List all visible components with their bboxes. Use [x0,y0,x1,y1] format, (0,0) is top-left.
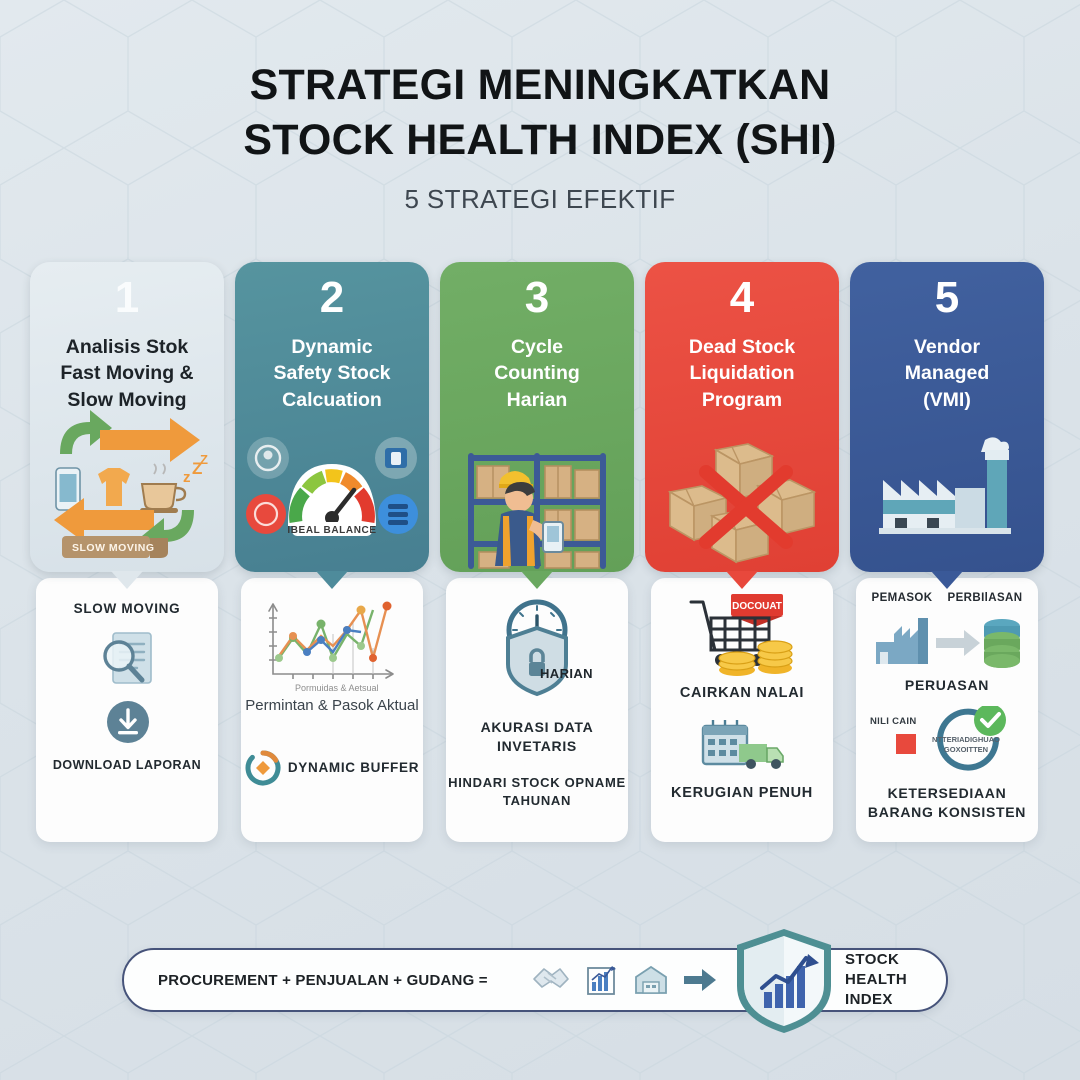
consistency-check-icon: NTTERIADIGHUAO GOXOITTEN [896,706,1006,771]
card-4-number: 4 [729,273,755,322]
strategy-card-5[interactable]: PEMASOK PERBIlASAN [850,262,1044,842]
calendar-truck-icon [701,720,784,769]
card-1-number: 1 [114,273,140,322]
supply-flow-icon [876,618,1020,668]
card-2-title: Dynamic Safety Stock Calcuation [273,336,391,411]
svg-text:Z: Z [192,459,202,478]
card-5-label-pemasok: PEMASOK [871,592,933,604]
page-title: STRATEGI MENINGKATKAN STOCK HEALTH INDEX… [0,58,1080,168]
card-1-panel-label-bottom: DOWNLOAD LAPORAN [52,758,202,772]
strategy-card-1[interactable]: SLOW MOVING DOWNLOAD L [30,262,224,842]
card-1-illustration: z Z Z SLOW MOVING [30,402,224,562]
document-search-icon [103,632,152,684]
svg-text:Z: Z [200,452,208,467]
card-1-panel: SLOW MOVING DOWNLOAD L [36,578,218,842]
card-4-illustration [645,436,839,566]
card-4-panel-label-bottom: KERUGIAN PENUH [671,785,813,801]
card-2-illustration: IBEAL BALANCE [235,430,429,550]
card-3-title: Cycle Counting Harian [494,336,580,411]
card-4-panel-label-top: CAIRKAN NALAI [679,685,805,701]
card-4-title: Dead Stock Liquidation Program [688,336,796,411]
card-1-panel-label-top: SLOW MOVING [73,601,181,616]
card-2-chart-caption: Pormuidas & Aetsual [295,683,379,693]
strategy-card-2[interactable]: Pormuidas & Aetsual Permintan & Pasok Ak… [235,262,429,842]
card-5-panel: PEMASOK PERBIlASAN [856,578,1038,842]
card-5-mini-label-left: NlLI CAIN [870,716,917,727]
shi-line-1: STOCK [845,951,900,968]
card-2-dynamic-buffer-row: DYNAMIC BUFFER [241,750,423,786]
arrow-right-icon [683,969,716,991]
strategy-card-4[interactable]: DOCOUAT [645,262,839,842]
card-4-panel: DOCOUAT [651,578,833,842]
shi-line-3: INDEX [845,990,893,1008]
card-5-illustration [850,434,1044,554]
shi-line-2: HEALTH [845,970,908,988]
shopping-cart-coins-icon: DOCOUAT [689,594,793,676]
card-1-title: Analisis Stok Fast Moving & Slow Moving [60,336,194,411]
handshake-icon [532,968,569,988]
card-2-header: 2 Dynamic Safety Stock Calcuation [235,262,429,572]
card-2-panel: Pormuidas & Aetsual Permintan & Pasok Ak… [241,578,423,842]
download-circle-icon[interactable] [106,700,150,744]
card-1-header: 1 Analisis Stok Fast Moving & Slow Movin… [30,262,224,572]
card-4-header: 4 Dead Stock Liquidation Program [645,262,839,572]
svg-text:NTTERIADIGHUAO: NTTERIADIGHUAO [932,735,1000,744]
dynamic-buffer-icon [245,750,281,786]
page-subtitle: 5 STRATEGI EFEKTIF [404,184,676,215]
card-5-column-labels: PEMASOK PERBIlASAN [856,592,1038,604]
discount-badge-label: DOCOUAT [732,601,782,612]
clock-shield-lock-icon [506,599,568,697]
page-title-line2: STOCK HEALTH INDEX (SHI) [243,116,837,165]
card-2-panel-label-top: Permintan & Pasok Aktual [245,697,419,714]
warehouse-house-icon [634,965,667,994]
page-header: STRATEGI MENINGKATKAN STOCK HEALTH INDEX… [0,0,1080,215]
card-3-illustration [440,440,634,572]
card-5-number: 5 [934,273,960,322]
footer-formula-text: PROCUREMENT + PENJUALAN + GUDANG = [158,971,488,989]
card-5-panel-label-mid: PERUASAN [904,677,990,693]
page-title-line1: STRATEGI MENINGKATKAN [249,61,831,109]
card-3-header: 3 Cycle Counting Harian [440,262,634,572]
footer-icon-group [532,964,716,996]
shi-label: STOCK HEALTH INDEX [845,950,907,1009]
card-2-number: 2 [319,273,345,322]
card-3-number: 3 [524,273,550,322]
line-chart-icon: Pormuidas & Aetsual [268,601,394,693]
card-5-title: Vendor Managed (VMI) [904,336,990,411]
card-5-label-perbilasan: PERBIlASAN [947,592,1023,604]
shield-badge [730,926,838,1036]
svg-text:SLOW MOVING: SLOW MOVING [72,542,155,554]
svg-text:GOXOITTEN: GOXOITTEN [944,745,988,754]
card-5-header: 5 Vendor Managed (VMI) [850,262,1044,572]
strategy-cards: SLOW MOVING DOWNLOAD L [30,262,1050,842]
svg-text:z: z [183,469,191,486]
bar-chart-icon [586,966,616,995]
gauge-label: IBEAL BALANCE [287,525,376,536]
card-3-overlay-label: HARIAN [540,666,593,681]
